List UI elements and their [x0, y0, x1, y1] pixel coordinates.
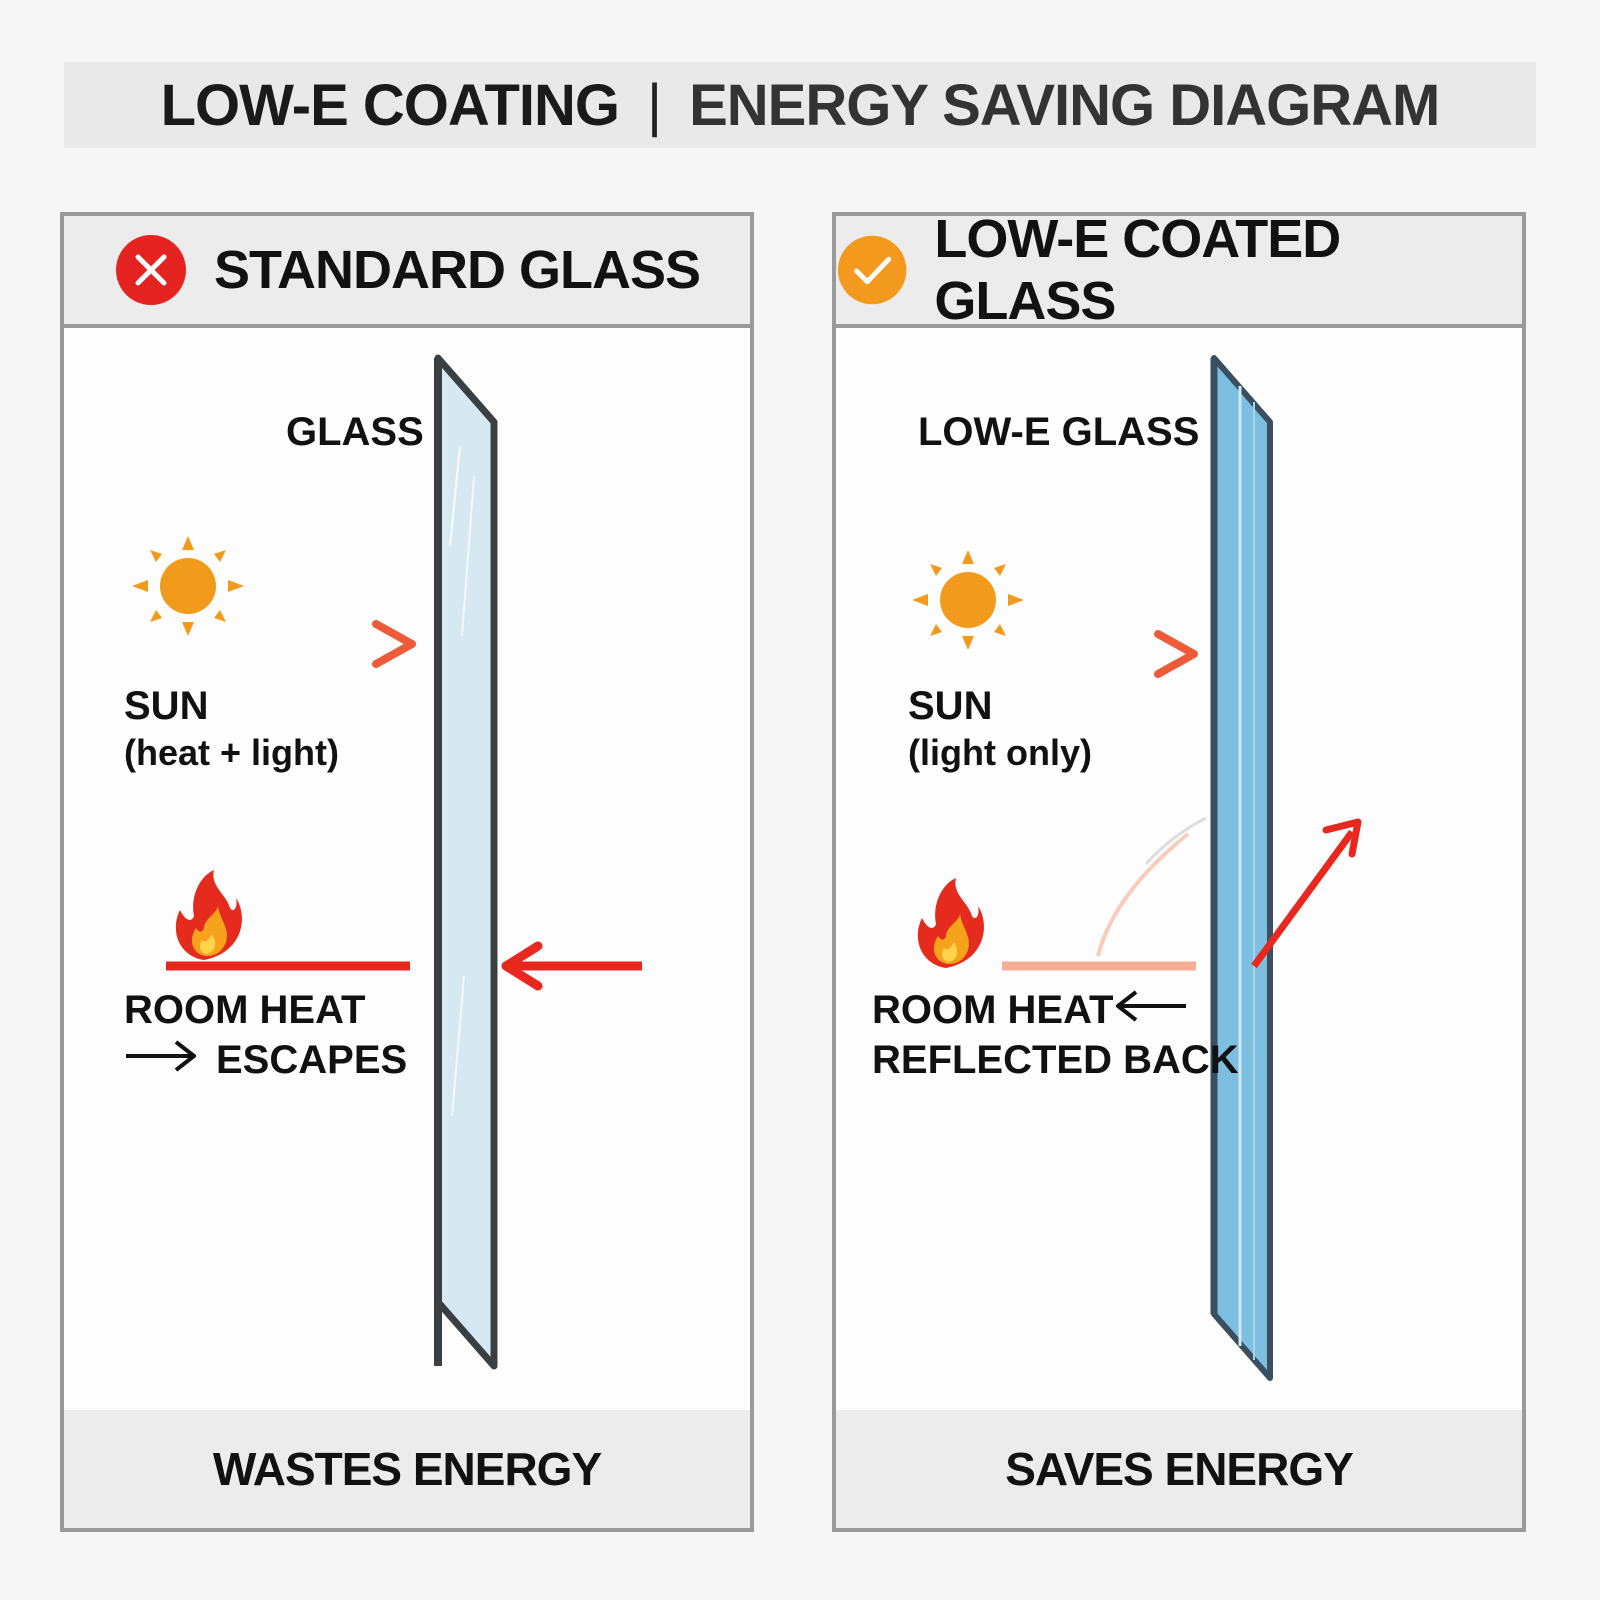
standard-glass-panel: STANDARD GLASS: [60, 212, 754, 1532]
title-right: ENERGY SAVING DIAGRAM: [689, 72, 1440, 138]
panel-header: STANDARD GLASS: [64, 216, 750, 328]
panel-title: STANDARD GLASS: [213, 240, 701, 300]
panel-title: LOW-E COATED GLASS: [934, 209, 1341, 331]
check-circle-icon: [837, 235, 907, 305]
sun-sublabel: (light only): [908, 732, 1092, 773]
sun-icon: [912, 550, 1024, 650]
heat-label-line1: ROOM HEAT: [872, 988, 1114, 1032]
heat-label-line2: ESCAPES: [216, 1038, 408, 1082]
flame-icon: [175, 870, 242, 960]
low-e-glass-scene: [910, 355, 1362, 1381]
panel-footer: WASTES ENERGY: [64, 1410, 750, 1528]
heat-label-line2: REFLECTED BACK: [872, 1038, 1239, 1082]
glare-streak: [1144, 816, 1207, 866]
sun-ray-arrow: [130, 620, 416, 668]
sun-label: SUN: [124, 684, 209, 728]
sun-light-arrow: [910, 630, 1198, 678]
flame-icon: [917, 878, 984, 968]
glass-pane: [434, 354, 498, 1370]
title-separator: |: [647, 72, 662, 138]
low-e-glass-pane: [1210, 355, 1273, 1381]
title-bar: LOW-E COATING | ENERGY SAVING DIAGRAM: [64, 62, 1536, 148]
sun-sublabel: (heat + light): [124, 732, 339, 773]
sun-icon: [132, 536, 244, 636]
heat-label-line1: ROOM HEAT: [124, 988, 366, 1032]
panel-header: LOW-E COATED GLASS: [836, 209, 1522, 331]
reflection-streak: [1096, 832, 1190, 957]
sun-label: SUN: [908, 684, 993, 728]
x-circle-icon: [115, 235, 186, 305]
escape-arrow-icon: [126, 1040, 196, 1072]
reflect-arrow-icon: [1116, 990, 1186, 1022]
standard-glass-scene: [126, 354, 642, 1370]
outside-heat-arrow: [1251, 818, 1362, 969]
low-e-glass-panel: LOW-E COATED GLASS: [832, 209, 1526, 1532]
title-left: LOW-E COATING: [160, 72, 620, 138]
heat-escape-arrow: [501, 941, 642, 991]
glass-label: LOW-E GLASS: [918, 410, 1200, 454]
panel-footer: SAVES ENERGY: [836, 1410, 1522, 1528]
glass-label: GLASS: [286, 410, 424, 454]
